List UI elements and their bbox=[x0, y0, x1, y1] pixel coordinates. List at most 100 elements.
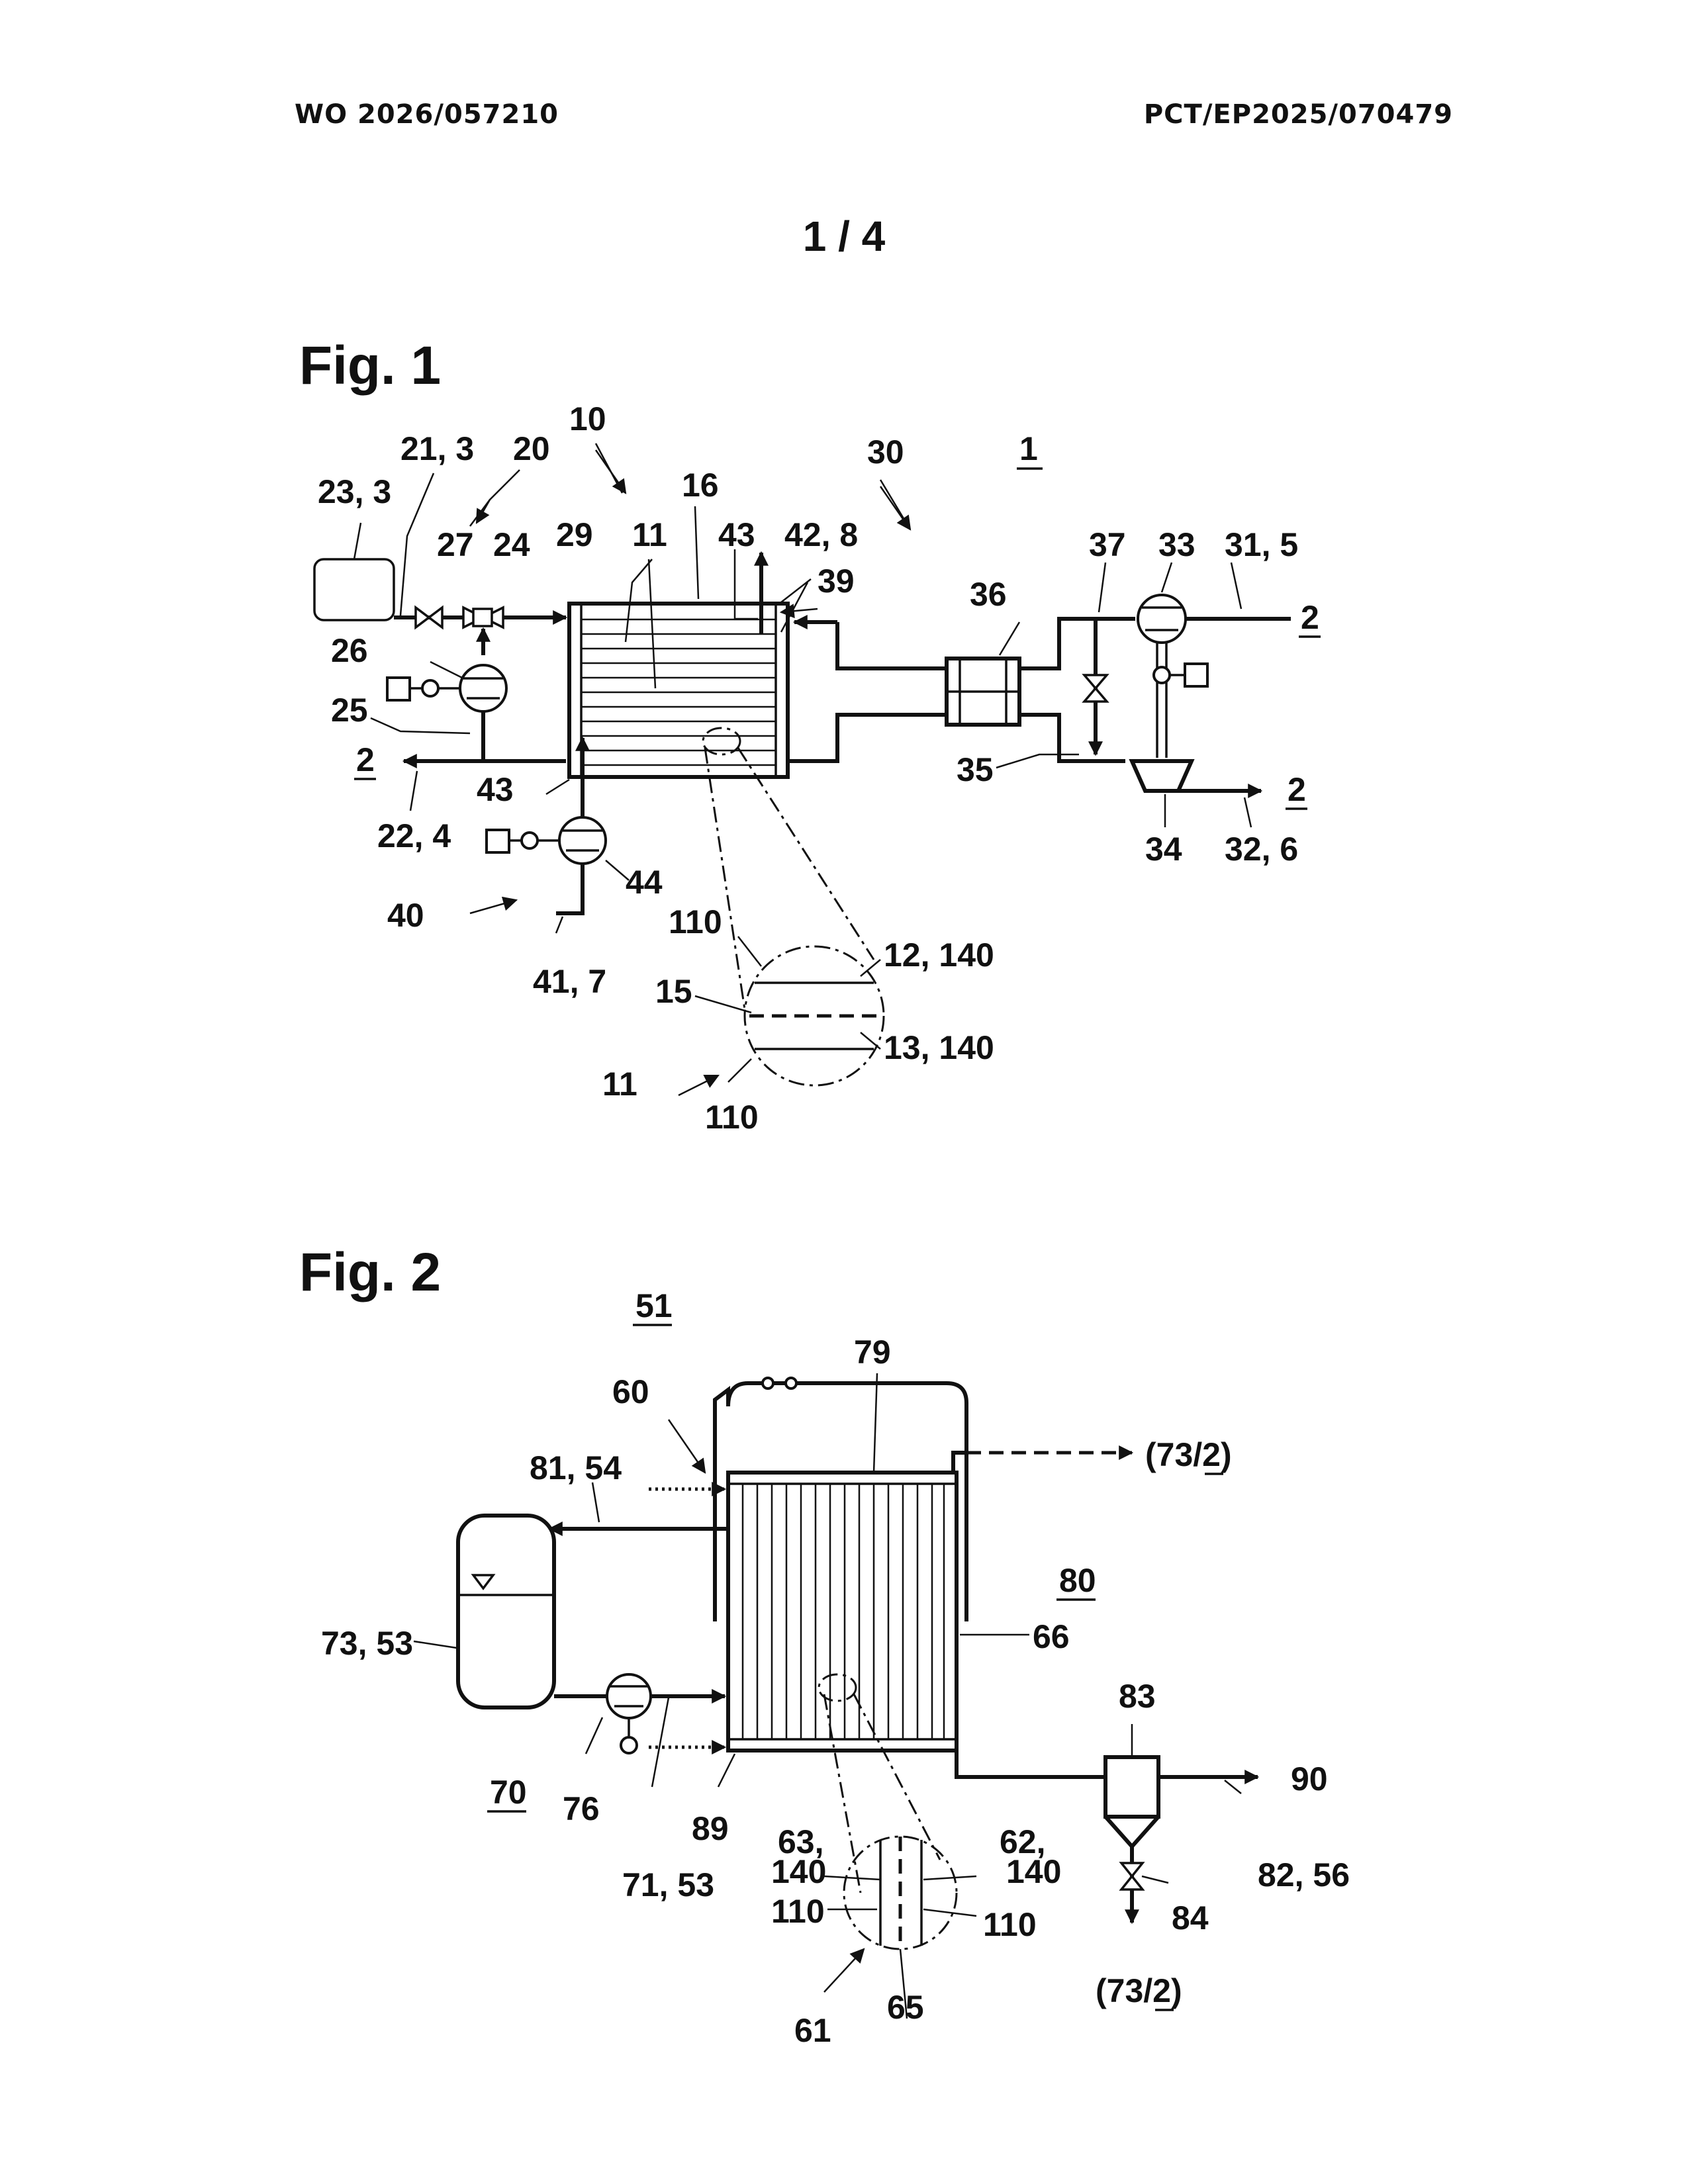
label-42-8: 42, 8 bbox=[784, 516, 858, 553]
arrow-10 bbox=[596, 450, 626, 493]
fig1-system-label: 1 bbox=[1019, 430, 1038, 467]
label-33: 33 bbox=[1158, 526, 1196, 563]
label-73-2-bottom-prefix: (73/ bbox=[1096, 1972, 1152, 2009]
arrow-20 bbox=[477, 500, 490, 523]
label-140-right: 140 bbox=[1006, 1853, 1061, 1890]
label-39: 39 bbox=[818, 563, 855, 600]
label-35: 35 bbox=[957, 751, 994, 788]
figure-2: Fig. 2 51 bbox=[299, 1242, 1350, 2049]
valve-24-box bbox=[473, 609, 492, 626]
label-71-53: 71, 53 bbox=[622, 1866, 714, 1903]
label-140-left: 140 bbox=[771, 1853, 826, 1890]
arrow-11-detail bbox=[679, 1075, 718, 1095]
label-76: 76 bbox=[563, 1790, 600, 1827]
tank-23 bbox=[314, 559, 394, 620]
label-40: 40 bbox=[387, 897, 424, 934]
arrow-60 bbox=[669, 1420, 705, 1473]
label-83: 83 bbox=[1119, 1678, 1156, 1715]
label-10: 10 bbox=[569, 400, 606, 437]
label-24: 24 bbox=[493, 526, 530, 563]
label-61: 61 bbox=[794, 2012, 831, 2049]
hx-channels bbox=[581, 619, 776, 765]
arrow-61 bbox=[824, 1949, 864, 1992]
label-82-56: 82, 56 bbox=[1258, 1856, 1350, 1893]
fig2-title: Fig. 2 bbox=[299, 1242, 441, 1302]
hood-port-a bbox=[763, 1378, 773, 1388]
label-110-right: 110 bbox=[983, 1906, 1037, 1943]
label-73-2-top-suffix: ) bbox=[1221, 1436, 1232, 1473]
label-31-5: 31, 5 bbox=[1225, 526, 1298, 563]
pump-76-coupling bbox=[621, 1737, 637, 1753]
label-26: 26 bbox=[331, 632, 368, 669]
label-84: 84 bbox=[1172, 1899, 1209, 1936]
line-31-feed bbox=[1019, 619, 1135, 668]
label-90: 90 bbox=[1291, 1760, 1328, 1797]
label-73-2-top-num: 2 bbox=[1202, 1436, 1221, 1473]
label-21-3: 21, 3 bbox=[400, 430, 474, 467]
tank-73-level-mark bbox=[473, 1575, 493, 1588]
label-2-left: 2 bbox=[356, 741, 375, 778]
motor-33 bbox=[1185, 664, 1207, 686]
label-70: 70 bbox=[490, 1774, 527, 1811]
label-30: 30 bbox=[867, 433, 904, 471]
label-60: 60 bbox=[612, 1373, 649, 1410]
hood-top bbox=[748, 1383, 966, 1482]
label-25: 25 bbox=[331, 692, 368, 729]
label-79: 79 bbox=[854, 1334, 891, 1371]
pump-76 bbox=[607, 1674, 651, 1718]
label-73-53: 73, 53 bbox=[321, 1625, 413, 1662]
label-2-right-bottom: 2 bbox=[1288, 771, 1306, 808]
label-43-top: 43 bbox=[718, 516, 755, 553]
line-41 bbox=[556, 864, 583, 913]
label-12-140: 12, 140 bbox=[884, 936, 994, 974]
compressor-33 bbox=[1138, 595, 1186, 643]
detail-leader-right bbox=[738, 748, 874, 960]
label-81-54: 81, 54 bbox=[530, 1449, 622, 1486]
label-20: 20 bbox=[513, 430, 550, 467]
label-11-top: 11 bbox=[632, 516, 667, 553]
line-82-a bbox=[957, 1751, 1105, 1777]
arrow-40 bbox=[470, 900, 516, 913]
figure-1: Fig. 1 1 bbox=[299, 336, 1321, 1136]
fig2-system-label: 51 bbox=[635, 1287, 673, 1324]
label-44: 44 bbox=[626, 864, 663, 901]
label-66: 66 bbox=[1033, 1618, 1070, 1655]
label-34: 34 bbox=[1145, 831, 1182, 868]
detail-leader-right-2 bbox=[854, 1694, 940, 1860]
label-11-detail: 11 bbox=[602, 1066, 637, 1103]
valve-84 bbox=[1121, 1863, 1143, 1889]
pump-44-motor bbox=[487, 830, 509, 852]
label-80: 80 bbox=[1059, 1562, 1096, 1599]
label-29: 29 bbox=[556, 516, 593, 553]
label-110-top: 110 bbox=[669, 903, 722, 940]
label-15: 15 bbox=[655, 973, 692, 1010]
fig1-title: Fig. 1 bbox=[299, 336, 441, 396]
pump-44-coupling bbox=[522, 833, 538, 848]
valve-37 bbox=[1084, 675, 1107, 702]
detail-leader-left-2 bbox=[824, 1694, 861, 1893]
pump-26 bbox=[460, 665, 506, 711]
label-32-6: 32, 6 bbox=[1225, 831, 1298, 868]
label-89: 89 bbox=[692, 1810, 729, 1847]
label-73-2-top: (73/2) bbox=[1145, 1436, 1232, 1473]
separator-83-cone bbox=[1105, 1817, 1158, 1846]
hood-left bbox=[715, 1383, 748, 1482]
label-2-right-top: 2 bbox=[1301, 599, 1319, 636]
pump-44 bbox=[559, 817, 606, 864]
hx-to-36-lower bbox=[788, 715, 947, 761]
label-43-bottom: 43 bbox=[477, 771, 514, 808]
tank-73 bbox=[458, 1516, 554, 1707]
hood-port-b bbox=[786, 1378, 796, 1388]
turbine-34 bbox=[1132, 761, 1192, 791]
label-27: 27 bbox=[437, 526, 474, 563]
label-22-4: 22, 4 bbox=[377, 817, 451, 854]
pump-26-motor bbox=[387, 678, 410, 700]
label-41-7: 41, 7 bbox=[533, 963, 606, 1000]
arrow-30 bbox=[880, 486, 910, 529]
heat-exchanger-80 bbox=[728, 1473, 957, 1751]
label-16: 16 bbox=[682, 467, 719, 504]
label-36: 36 bbox=[970, 576, 1007, 613]
label-73-2-top-prefix: (73/ bbox=[1145, 1436, 1202, 1473]
label-37: 37 bbox=[1089, 526, 1126, 563]
label-13-140: 13, 140 bbox=[884, 1029, 994, 1066]
